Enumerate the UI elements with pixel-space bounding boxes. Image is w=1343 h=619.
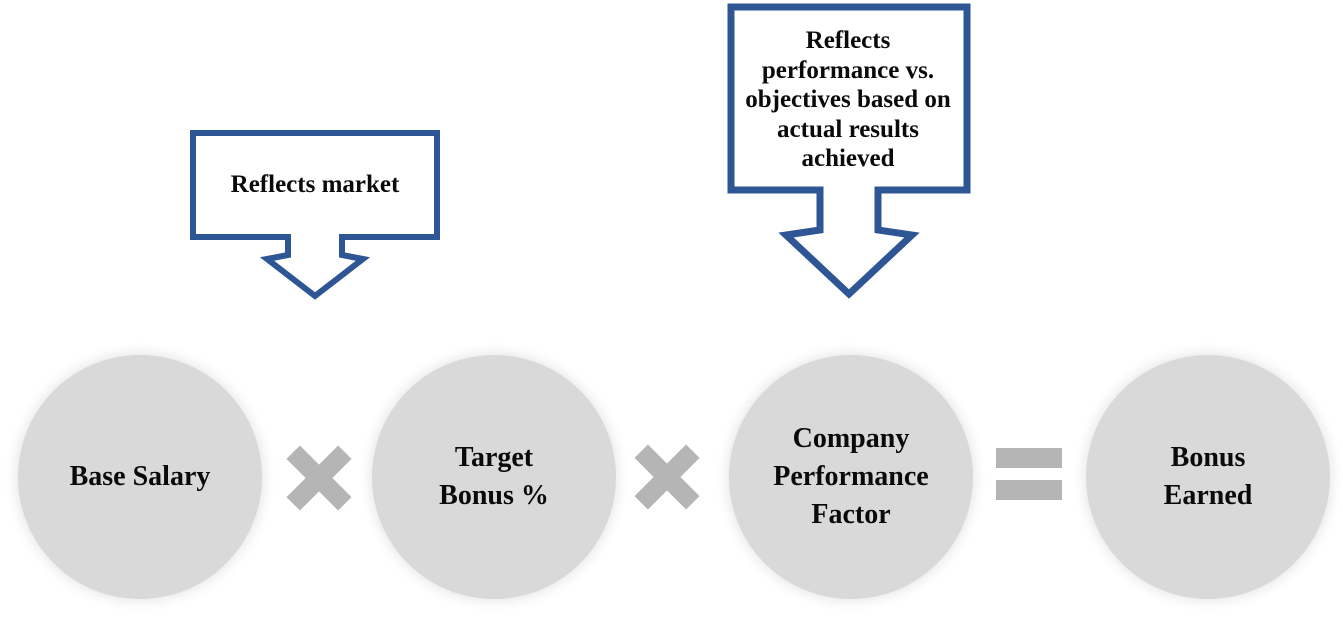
multiply-icon (286, 445, 352, 511)
node-label: Company Performance Factor (773, 423, 929, 530)
equals-icon (996, 448, 1062, 500)
node-label: Target Bonus % (439, 442, 549, 511)
node-bonus-earned: Bonus Earned (1086, 355, 1330, 599)
multiply-icon (634, 444, 700, 510)
down-arrow-callout-shape-market (190, 130, 440, 300)
callout-reflects-market-text: Reflects market (230, 171, 400, 198)
callout-reflects-performance-text: Reflects performance vs. objectives base… (745, 27, 951, 173)
node-target-bonus: Target Bonus % (372, 355, 616, 599)
node-label: Base Salary (69, 461, 211, 493)
down-arrow-callout-shape-performance (727, 3, 971, 299)
node-label: Bonus Earned (1163, 442, 1253, 511)
node-company-performance-factor: Company Performance Factor (729, 355, 973, 599)
node-base-salary: Base Salary (18, 355, 262, 599)
